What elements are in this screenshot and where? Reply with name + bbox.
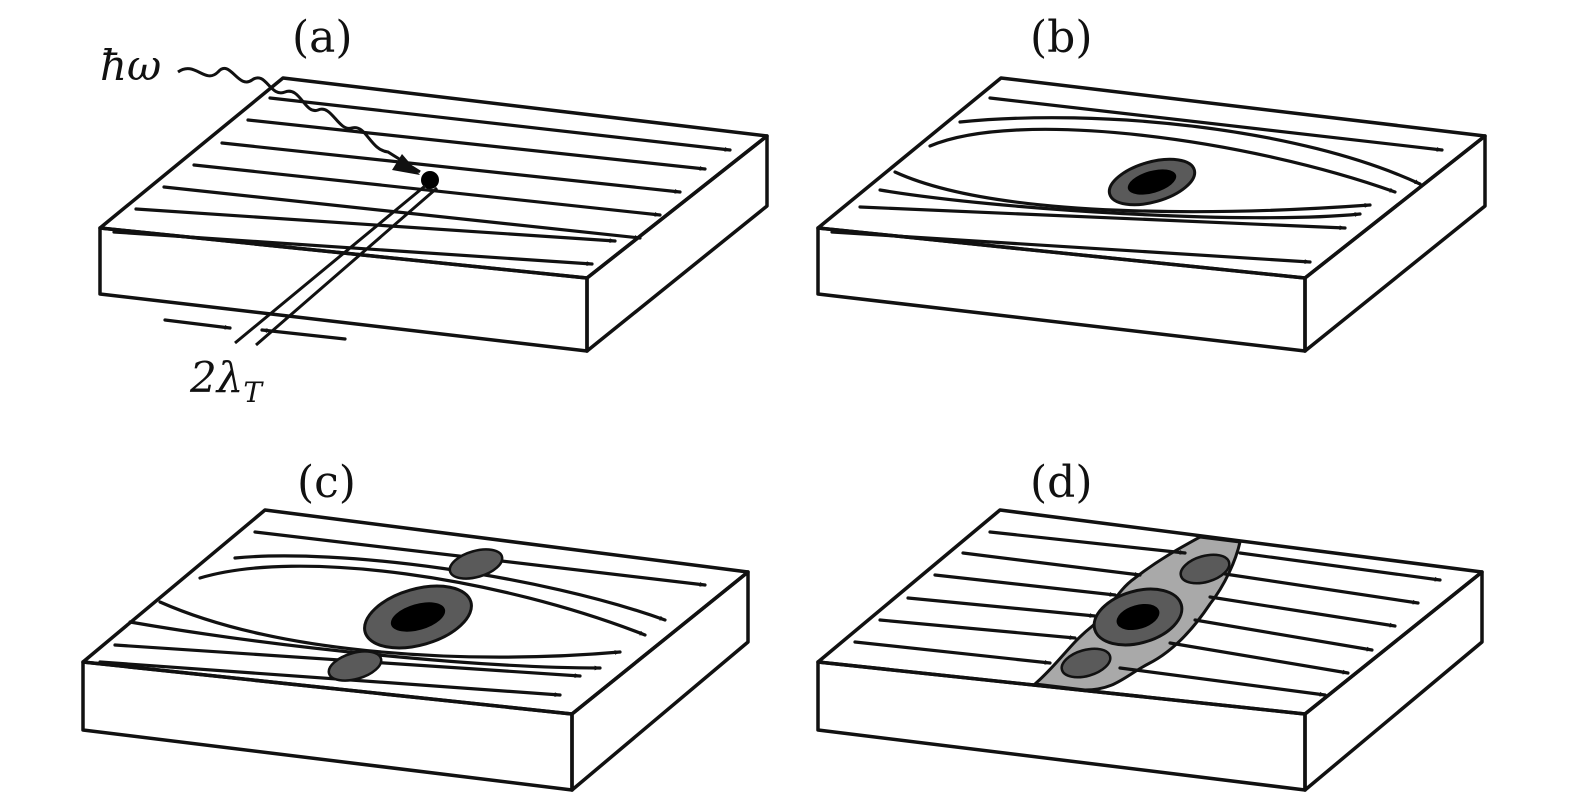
slab-a-side xyxy=(585,134,769,353)
photon-path xyxy=(177,67,421,174)
hotspot-width-lines xyxy=(234,184,438,347)
slab-a xyxy=(98,76,769,353)
slab-c-front xyxy=(81,660,574,792)
hotspot-d-lower-satellite xyxy=(1060,647,1112,679)
hotspot-width-label: 2λT xyxy=(189,353,264,409)
hotspot-c xyxy=(363,584,473,650)
slab-c-side xyxy=(570,570,750,792)
width-arrow-right xyxy=(260,328,347,341)
current-lines-b xyxy=(830,96,1444,265)
slab-c-top xyxy=(81,508,750,716)
slab-b-side xyxy=(1303,134,1487,353)
current-lines-d xyxy=(853,530,1442,697)
panel-d: (d) xyxy=(816,457,1484,792)
slab-b xyxy=(816,76,1487,353)
hotspot-d xyxy=(1092,587,1184,647)
panel-a: (a) ħω 2λT xyxy=(98,12,769,409)
panel-c: (c) xyxy=(81,457,750,792)
hotspot-c-lower-satellite xyxy=(327,650,383,682)
panel-d-label: (d) xyxy=(1030,457,1093,508)
photon-arrowhead xyxy=(392,154,420,175)
hotspot-point xyxy=(421,171,439,189)
slab-d xyxy=(816,508,1484,792)
slab-b-top xyxy=(816,76,1487,280)
hotspot-b xyxy=(1107,157,1197,207)
photon-energy-label: ħω xyxy=(100,41,161,90)
slab-a-top xyxy=(98,76,769,280)
panel-b-label: (b) xyxy=(1030,12,1093,63)
slab-d-side xyxy=(1303,570,1484,792)
slab-d-top xyxy=(816,508,1484,716)
panel-b: (b) xyxy=(816,12,1487,353)
slab-c xyxy=(81,508,750,792)
hotspot-c-upper-satellite xyxy=(448,548,504,580)
panel-a-label: (a) xyxy=(292,12,353,63)
width-arrow-left xyxy=(163,318,232,330)
hotspot-d-upper-satellite xyxy=(1179,553,1231,585)
panel-c-label: (c) xyxy=(297,457,356,508)
